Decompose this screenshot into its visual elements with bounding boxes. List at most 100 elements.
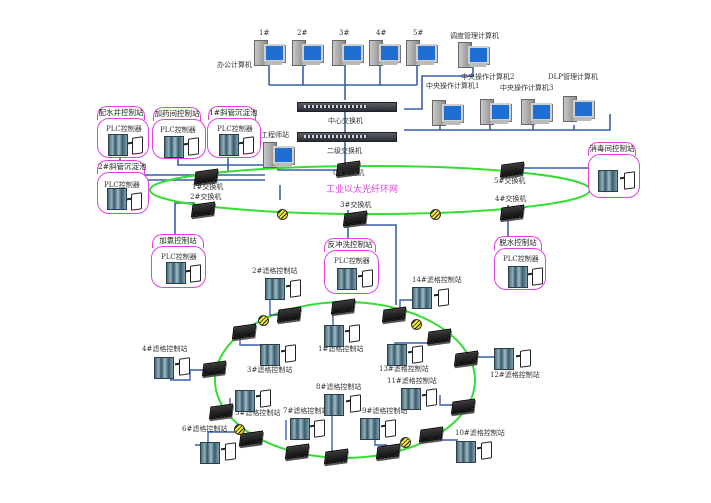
filter-station-3-label: 3#滤格控制站 [247,366,293,374]
hmi-panel-icon [131,192,142,211]
plc-rack-icon [290,418,310,440]
plc-rack-icon [337,268,357,290]
filter-station-7-label: 7#滤格控制站 [283,407,329,415]
fault-marker-icon [277,209,288,220]
computer-icon[interactable] [332,38,363,66]
computer-icon[interactable] [292,38,323,66]
eng-station-label: 工程师站 [261,131,289,139]
ring-switch-2-label: 2#交换机 [190,193,222,201]
plc-rack-icon [508,266,528,288]
hmi-panel-icon [438,288,449,307]
office-pc-label-5: 5# [413,29,424,37]
plc-rack-icon [166,262,186,284]
office-computers-label: 办公计算机 [217,61,252,69]
ring-switch-0-label: 0#交换机 [333,169,365,177]
plc-label: PLC控制器 [106,125,142,133]
station-tab: 消毒间控制站 [588,142,636,156]
fault-marker-icon [234,424,245,435]
office-pc-label-1: 1# [259,29,270,37]
plc-rack-icon [260,344,280,366]
hmi-panel-icon [520,349,531,368]
filter-station-6-label: 6#滤格控制站 [182,425,228,433]
hmi-panel-icon [225,442,236,461]
hmi-panel-icon [285,344,296,363]
plc-rack-icon [494,348,514,370]
hmi-panel-icon [426,388,437,407]
hmi-panel-icon [362,269,373,288]
computer-icon[interactable] [480,97,511,125]
computer-icon[interactable] [263,140,294,168]
computer-icon[interactable] [369,38,400,66]
plc-rack-icon [412,287,432,309]
plc-label: PLC控制器 [104,181,140,189]
filter-station-14-label: 14#滤格控制站 [412,276,462,284]
office-pc-label-4: 4# [376,29,387,37]
station-tab: 脱水控制站 [494,236,542,250]
computer-icon[interactable] [521,97,552,125]
secondary-switch[interactable] [297,132,397,142]
plc-rack-icon [107,188,127,210]
plc-rack-icon [265,278,285,300]
hmi-panel-icon [132,136,143,155]
computer-icon[interactable] [432,98,463,126]
hmi-panel-icon [260,389,271,408]
computer-icon[interactable] [563,94,594,122]
fault-marker-icon [258,315,269,326]
computer-icon[interactable] [406,38,437,66]
plc-rack-icon [324,394,344,416]
plc-label: PLC控制器 [160,126,196,134]
ring-title: 工业以太光纤环网 [326,185,399,195]
filter-station-5-label: 5#滤格控制站 [235,409,281,417]
fault-marker-icon [400,437,411,448]
hmi-panel-icon [350,394,361,413]
plc-rack-icon [235,390,255,412]
center-switch[interactable] [297,102,397,112]
filter-station-8-label: 8#滤格控制站 [316,383,362,391]
ring-switch-5-label: 5#交换机 [494,177,526,185]
office-pc-label-3: 3# [339,29,350,37]
filter-station-10-label: 10#滤格控制站 [455,429,505,437]
hmi-panel-icon [190,264,201,283]
central-computer-1-label: 中央操作计算机1 [426,82,480,90]
plc-rack-icon [219,134,239,156]
hmi-panel-icon [179,357,190,376]
plc-rack-icon [108,134,128,156]
ring-switch-4-label: 4#交换机 [495,195,527,203]
hmi-panel-icon [349,324,360,343]
secondary-switch-label: 二级交换机 [327,147,362,155]
station-tab: 加氯控制站 [152,234,204,248]
center-switch-label: 中心交换机 [328,117,363,125]
filter-station-4-label: 4#滤格控制站 [142,345,188,353]
plc-label: PLC控制器 [161,253,197,261]
central-computer-3-label: 中央操作计算机3 [500,84,554,92]
hmi-panel-icon [624,171,635,190]
hmi-panel-icon [481,441,492,460]
filter-station-2-label: 2#滤格控制站 [252,267,298,275]
plc-rack-icon [154,357,174,379]
central-computer-2-label: 中央操作计算机2 [461,73,515,81]
filter-station-12-label: 12#滤格控制站 [490,371,540,379]
dlp-computer-label: DLP管理计算机 [548,73,598,81]
station-tab: 2#斜管沉淀池 [97,160,147,174]
hmi-panel-icon [314,419,325,438]
filter-station-1-label: 1#滤格控制站 [318,345,364,353]
ring-switch-3-label: 3#交换机 [340,201,372,209]
filter-station-11-label: 11#滤格控制站 [387,377,437,385]
computer-icon[interactable] [458,40,489,68]
station-tab: 反冲洗控制站 [324,238,376,252]
hmi-panel-icon [412,345,423,364]
plc-rack-icon [456,441,476,463]
plc-rack-icon [598,170,618,192]
plc-rack-icon [401,388,421,410]
filter-station-13-label: 13#滤格控制站 [379,365,429,373]
computer-icon[interactable] [254,38,285,66]
dispatch-computer-label: 调度管理计算机 [450,32,499,40]
filter-station-9-label: 9#滤格控制站 [362,407,408,415]
plc-rack-icon [200,442,220,464]
plc-rack-icon [164,136,184,158]
office-pc-label-2: 2# [297,29,308,37]
hmi-panel-icon [243,136,254,155]
station-tab: 1#斜管沉淀池 [208,106,258,120]
fault-marker-icon [430,209,441,220]
plc-rack-icon [324,325,344,347]
